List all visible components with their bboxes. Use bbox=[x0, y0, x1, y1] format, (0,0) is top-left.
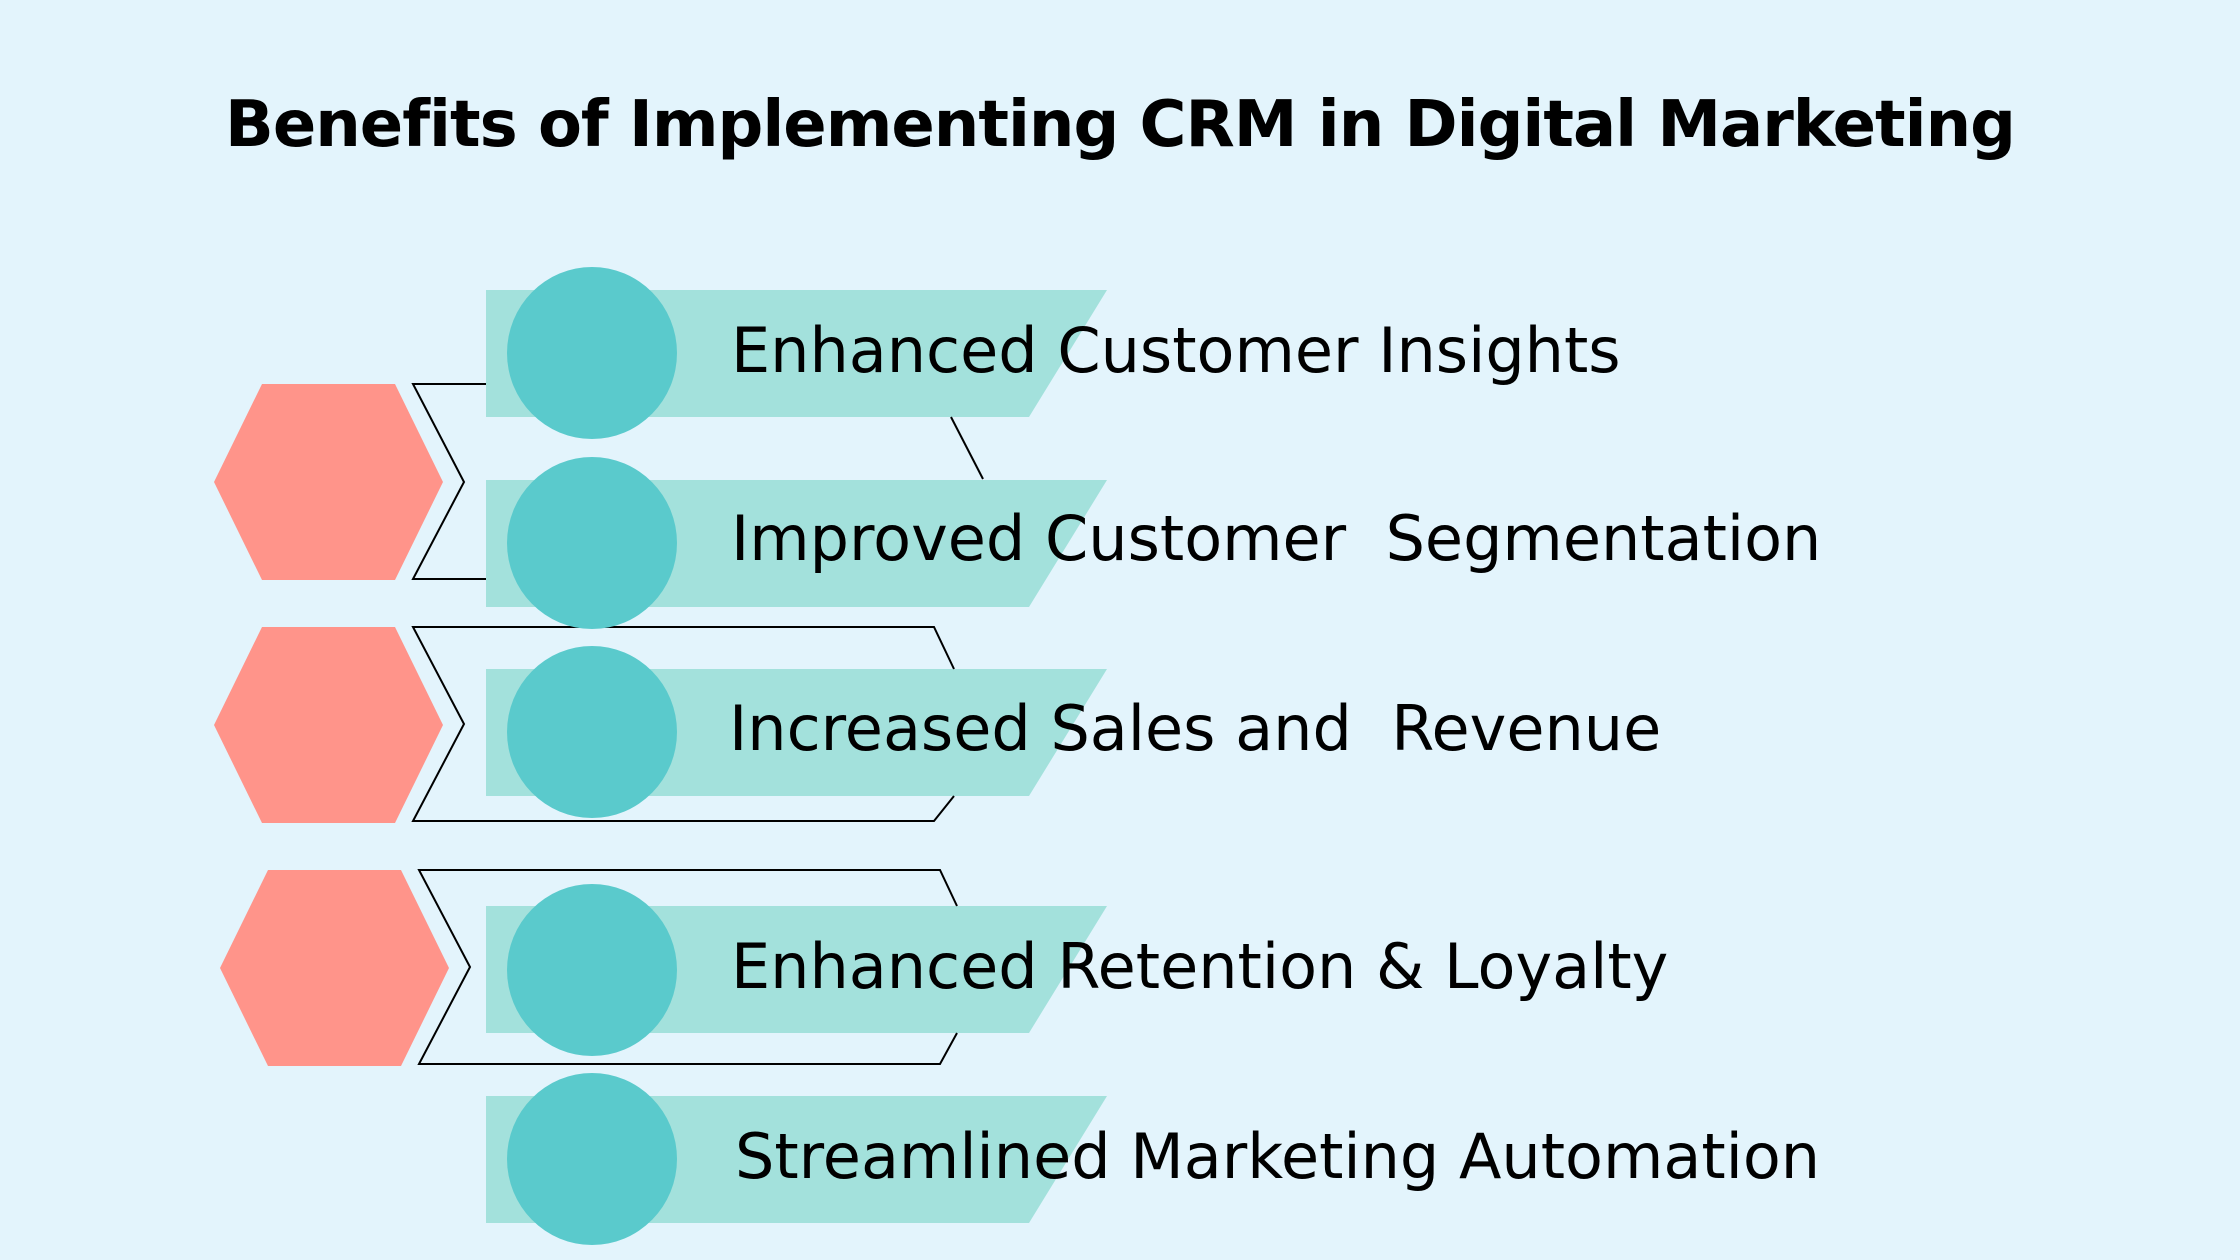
group-2-hexagon bbox=[214, 627, 443, 823]
group-3-bracket bbox=[417, 869, 958, 1065]
item-circle-3 bbox=[507, 646, 677, 818]
group-2-bracket bbox=[411, 626, 955, 822]
group-1-hexagon bbox=[214, 384, 443, 580]
group-3-hexagon bbox=[220, 870, 449, 1066]
item-label-4: Enhanced Retention & Loyalty bbox=[731, 930, 1669, 1003]
item-circle-1 bbox=[507, 267, 677, 439]
group-1-bracket bbox=[411, 383, 984, 580]
item-label-1: Enhanced Customer Insights bbox=[731, 314, 1621, 387]
item-circle-5 bbox=[507, 1073, 677, 1245]
item-label-3: Increased Sales and Revenue bbox=[729, 692, 1662, 765]
diagram-title: Benefits of Implementing CRM in Digital … bbox=[225, 88, 2016, 162]
item-circle-4 bbox=[507, 884, 677, 1056]
item-label-5: Streamlined Marketing Automation bbox=[735, 1120, 1821, 1193]
item-circle-2 bbox=[507, 457, 677, 629]
item-label-2: Improved Customer Segmentation bbox=[731, 502, 1822, 575]
